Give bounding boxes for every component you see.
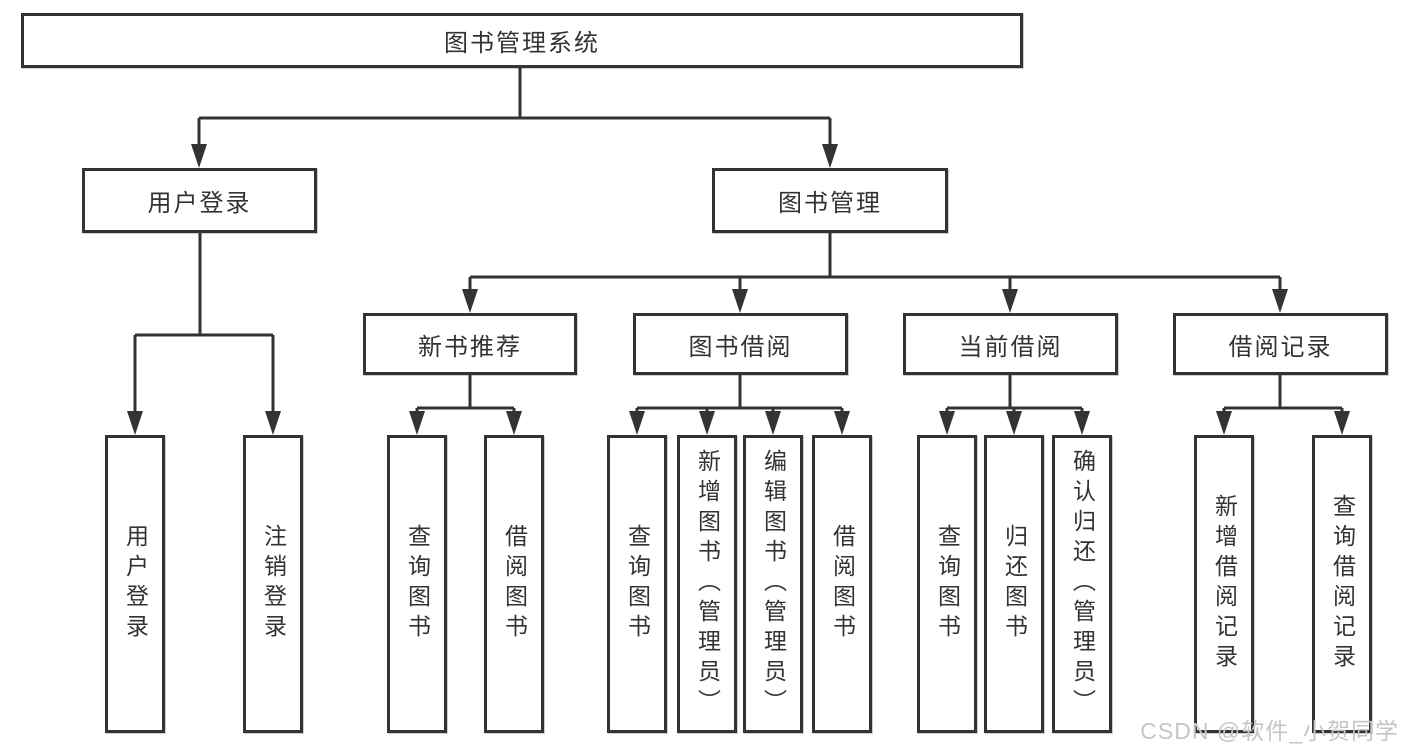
leaf-borrow-books-recommend: 借阅图书 xyxy=(484,435,544,733)
node-borrowing-records: 借阅记录 xyxy=(1173,313,1388,375)
node-label: 图书管理 xyxy=(778,190,882,217)
leaf-label: 查询借阅记录 xyxy=(1329,494,1356,674)
leaf-query-books-borrowing: 查询图书 xyxy=(607,435,667,733)
node-library-management-system: 图书管理系统 xyxy=(21,13,1023,68)
node-label: 图书借阅 xyxy=(688,333,793,361)
leaf-label: 查询图书 xyxy=(624,524,651,644)
leaf-logout-login: 注销登录 xyxy=(243,435,303,733)
leaf-label: 编辑图书（管理员） xyxy=(760,449,787,719)
leaf-confirm-return-admin: 确认归还（管理员） xyxy=(1052,435,1112,733)
node-user-login: 用户登录 xyxy=(82,168,317,233)
leaf-user-login: 用户登录 xyxy=(105,435,165,733)
leaf-return-books: 归还图书 xyxy=(984,435,1044,733)
csdn-watermark: CSDN @软件_小贺同学 xyxy=(1140,718,1399,744)
leaf-add-borrow-record: 新增借阅记录 xyxy=(1194,435,1254,733)
node-label: 借阅记录 xyxy=(1228,333,1333,361)
leaf-borrow-books: 借阅图书 xyxy=(812,435,872,733)
leaf-label: 借阅图书 xyxy=(501,524,528,644)
leaf-label: 新增借阅记录 xyxy=(1211,494,1238,674)
leaf-label: 查询图书 xyxy=(404,524,431,644)
leaf-query-borrow-record: 查询借阅记录 xyxy=(1312,435,1372,733)
leaf-label: 新增图书（管理员） xyxy=(694,449,721,719)
leaf-label: 借阅图书 xyxy=(829,524,856,644)
node-label: 用户登录 xyxy=(147,190,252,217)
node-label: 新书推荐 xyxy=(418,333,522,361)
node-label: 当前借阅 xyxy=(958,333,1063,361)
leaf-edit-books-admin: 编辑图书（管理员） xyxy=(743,435,803,733)
leaf-label: 用户登录 xyxy=(122,524,149,644)
leaf-label: 归还图书 xyxy=(1001,524,1028,644)
leaf-label: 注销登录 xyxy=(260,524,287,644)
leaf-query-books-current: 查询图书 xyxy=(917,435,977,733)
leaf-add-books-admin: 新增图书（管理员） xyxy=(677,435,737,733)
node-new-book-recommendation: 新书推荐 xyxy=(363,313,577,375)
leaf-query-books-recommend: 查询图书 xyxy=(387,435,447,733)
node-label: 图书管理系统 xyxy=(444,30,600,57)
node-book-management: 图书管理 xyxy=(712,168,948,233)
node-book-borrowing: 图书借阅 xyxy=(633,313,848,375)
leaf-label: 查询图书 xyxy=(934,524,961,644)
leaf-label: 确认归还（管理员） xyxy=(1069,449,1096,719)
node-current-borrowing: 当前借阅 xyxy=(903,313,1118,375)
